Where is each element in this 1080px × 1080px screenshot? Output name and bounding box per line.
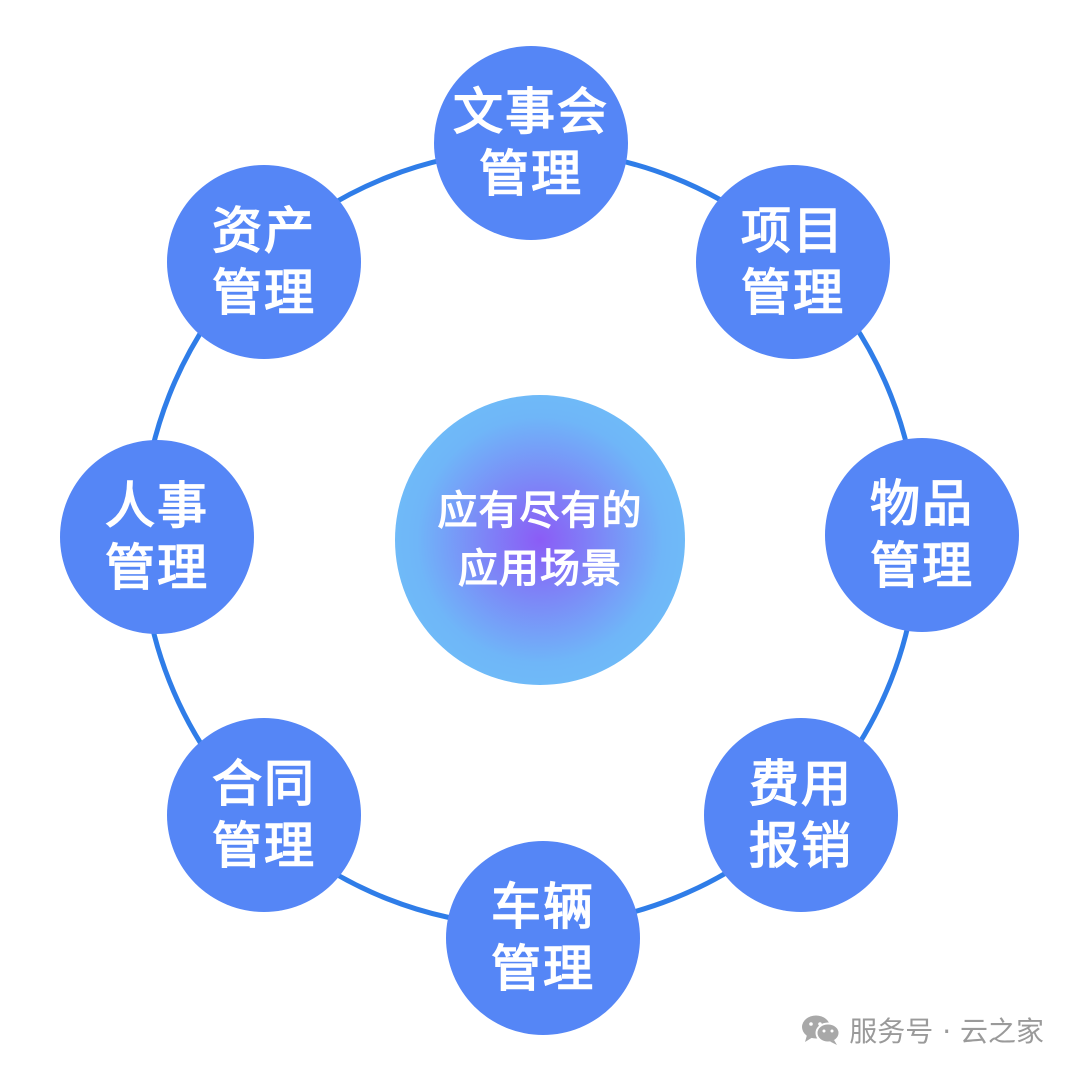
node-hetong: 合同 管理: [167, 718, 361, 912]
node-wenshihui: 文事会 管理: [434, 46, 628, 240]
node-wupin: 物品 管理: [825, 438, 1019, 632]
watermark: 服务号 · 云之家: [801, 1010, 1044, 1050]
node-label: 文事会 管理: [453, 83, 609, 203]
watermark-text: 服务号 · 云之家: [849, 1015, 1044, 1048]
node-label: 合同 管理: [212, 755, 316, 875]
node-label: 人事 管理: [105, 477, 209, 597]
node-label: 费用 报销: [749, 755, 853, 875]
center-label: 应有尽有的 应用场景: [437, 488, 643, 592]
node-label: 项目 管理: [741, 202, 845, 322]
node-renshi: 人事 管理: [60, 440, 254, 634]
center-circle: 应有尽有的 应用场景: [395, 395, 685, 685]
node-zichan: 资产 管理: [167, 165, 361, 359]
wechat-icon: [802, 1015, 841, 1045]
node-label: 物品 管理: [870, 475, 974, 595]
node-xiangmu: 项目 管理: [696, 165, 890, 359]
node-label: 资产 管理: [212, 202, 316, 322]
node-cheliang: 车辆 管理: [446, 841, 640, 1035]
node-label: 车辆 管理: [491, 878, 595, 998]
node-feiyong: 费用 报销: [704, 718, 898, 912]
